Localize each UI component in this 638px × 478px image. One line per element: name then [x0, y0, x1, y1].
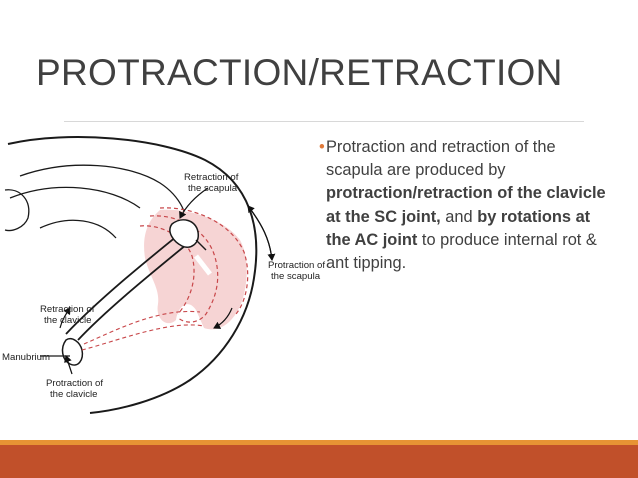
bullet-text: •Protraction and retraction of the scapu…	[319, 136, 606, 275]
rib-contour	[4, 189, 30, 232]
scapula-region	[144, 209, 247, 330]
scapula-retracted-outline	[159, 207, 249, 315]
bullet-part: and	[440, 207, 478, 226]
rib-contour	[39, 219, 117, 239]
bullet-marker: •	[319, 138, 325, 156]
bullet-part: to produce internal rot & ant tipping.	[326, 230, 597, 273]
arrow-retraction-scapula	[179, 187, 209, 219]
arrow-retraction-clavicle	[59, 307, 71, 329]
sc-joint	[61, 338, 84, 366]
bullet-part-bold: protraction/retraction of the clavicle a…	[326, 184, 606, 226]
arrow-scapula-bottom	[213, 307, 233, 329]
scapula-outline	[139, 225, 195, 315]
rib-contour	[9, 186, 141, 209]
bullet-part-bold: by rotations at the AC joint	[326, 207, 591, 249]
clavicle	[77, 239, 193, 341]
title-divider	[64, 121, 584, 122]
footer-bar	[0, 445, 638, 478]
footer-accent-bar	[0, 440, 638, 445]
ac-joint	[169, 219, 199, 248]
clavicle	[65, 231, 183, 335]
thorax-outline	[7, 136, 258, 414]
label-manubrium: Manubrium	[2, 352, 50, 363]
slide-title: PROTRACTION/RETRACTION	[36, 52, 563, 93]
arrow-protraction-clavicle	[64, 355, 73, 375]
bullet-part: Protraction and retraction of the scapul…	[326, 138, 556, 180]
